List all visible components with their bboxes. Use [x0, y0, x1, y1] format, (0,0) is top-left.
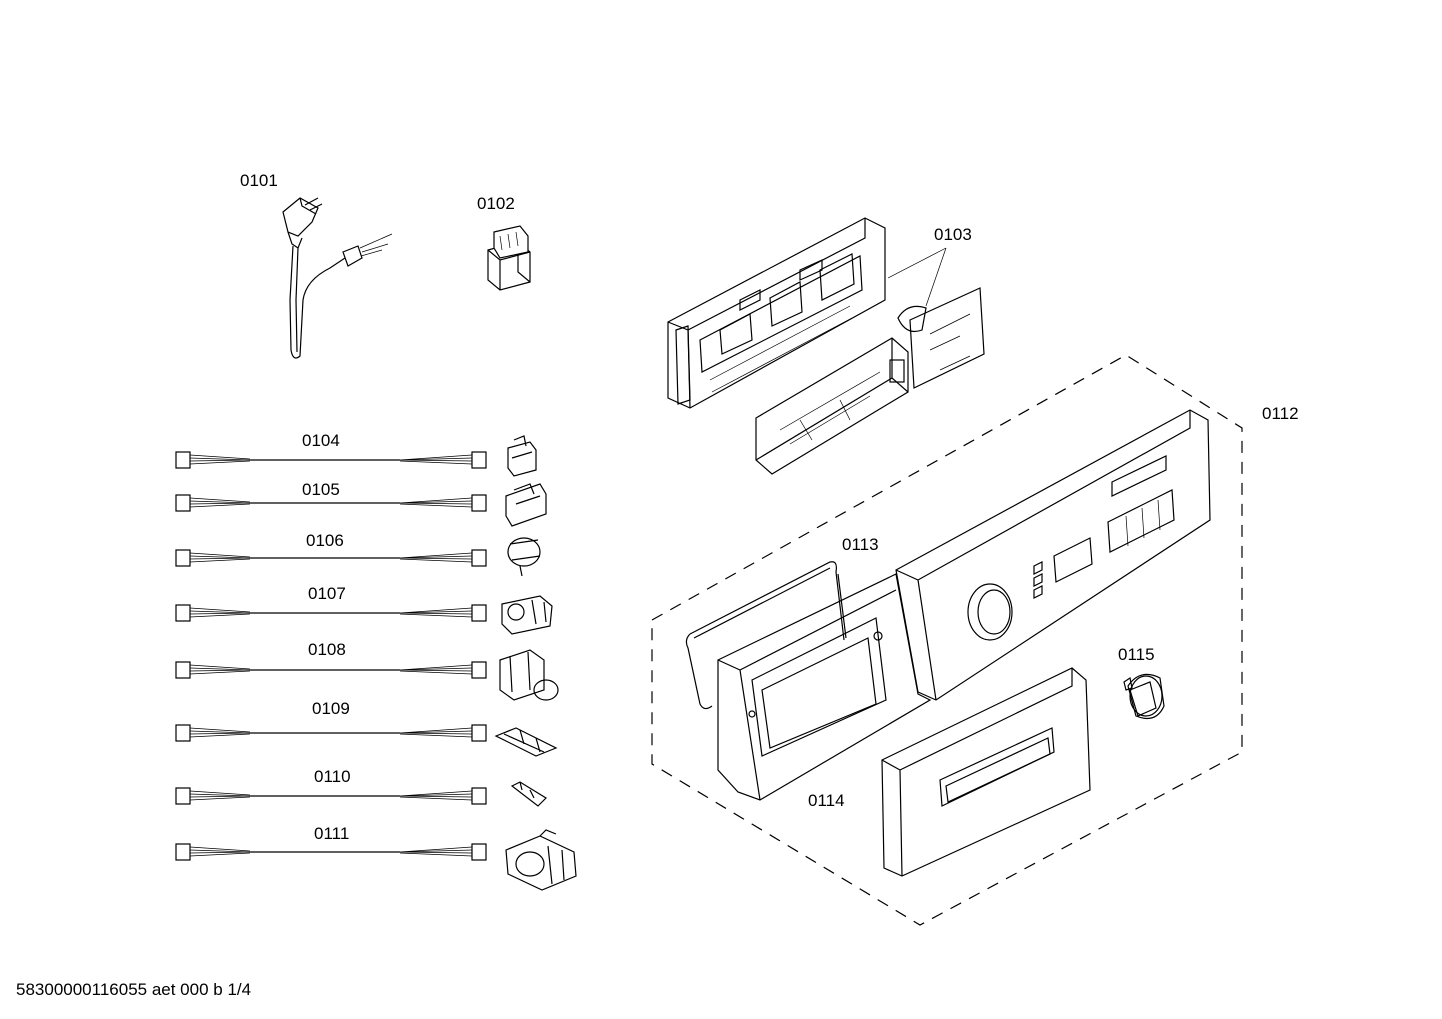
harness-0108[interactable]: [175, 661, 487, 679]
harness-0111[interactable]: [175, 843, 487, 861]
drawing-reference: 58300000116055 aet 000 b 1/4: [16, 980, 252, 999]
label-0104: 0104: [302, 431, 340, 450]
motor-part[interactable]: [505, 829, 577, 891]
power-cord-part[interactable]: [282, 197, 393, 359]
leader-line-0103b: [925, 247, 947, 307]
fascia-panel-part[interactable]: [717, 409, 1211, 801]
temperature-sensor-part[interactable]: [510, 781, 547, 807]
drain-pump-part[interactable]: [499, 649, 559, 701]
assembly-group-outline: [651, 354, 1243, 926]
interference-filter-part[interactable]: [487, 225, 531, 291]
label-0114: 0114: [808, 791, 845, 810]
harness-0104[interactable]: [175, 451, 487, 469]
drawer-handle-part[interactable]: [881, 667, 1091, 877]
leader-line-0103a: [887, 247, 947, 279]
harness-0105[interactable]: [175, 494, 487, 512]
heating-element-part[interactable]: [494, 727, 558, 757]
control-board-display[interactable]: [897, 287, 985, 389]
panel-seal-part[interactable]: [685, 561, 845, 710]
pump-part-0105[interactable]: [505, 483, 547, 527]
label-0115: 0115: [1118, 645, 1155, 664]
label-0109: 0109: [312, 699, 350, 718]
label-0107: 0107: [308, 584, 346, 603]
harness-0110[interactable]: [175, 787, 487, 805]
control-module-housing[interactable]: [667, 217, 886, 409]
label-0102: 0102: [477, 194, 515, 213]
pressure-switch-part[interactable]: [507, 537, 541, 577]
harness-0109[interactable]: [175, 724, 487, 742]
label-0105: 0105: [302, 480, 340, 499]
label-0106: 0106: [306, 531, 344, 550]
control-board-main[interactable]: [755, 337, 909, 475]
selector-knob-part[interactable]: [1123, 673, 1165, 719]
valve-part[interactable]: [501, 595, 553, 635]
harness-0107[interactable]: [175, 604, 487, 622]
harness-0106[interactable]: [175, 549, 487, 567]
label-0101: 0101: [240, 171, 278, 190]
label-0111: 0111: [314, 824, 349, 843]
label-0112: 0112: [1262, 404, 1299, 423]
door-lock-part[interactable]: [507, 435, 537, 477]
label-0108: 0108: [308, 640, 346, 659]
label-0110: 0110: [314, 767, 351, 786]
label-0113: 0113: [842, 535, 879, 554]
harness-rows: 0104 0105 0106: [175, 431, 577, 891]
label-0103: 0103: [934, 225, 972, 244]
